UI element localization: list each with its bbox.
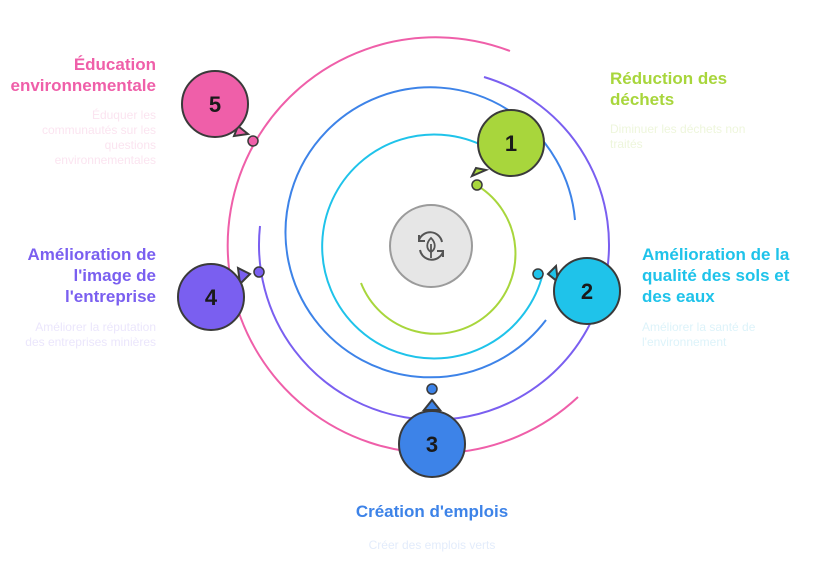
step-3-desc-line: Créer des emplois verts: [368, 538, 496, 552]
step-5-desc-line: environnementales: [54, 153, 156, 167]
step-2-title-line: qualité des sols et: [642, 266, 790, 285]
arc-step1: [360, 185, 517, 335]
arc-step4: [258, 76, 610, 421]
arc-step2: [321, 133, 544, 360]
step-5-desc-line: Éduquer les: [91, 108, 156, 122]
step-3-title: Création d'emplois: [332, 501, 532, 522]
step-4-title-line: l'entreprise: [65, 287, 156, 306]
step-5-title-line: environnementale: [10, 76, 157, 95]
step-5-desc-line: communautés sur les: [41, 123, 156, 137]
step-4-title-line: l'image de: [73, 266, 156, 285]
step-5-title-line: Éducation: [73, 55, 156, 74]
step-1-badge: 1: [469, 109, 545, 191]
step-1-title-line: déchets: [610, 90, 675, 109]
step-2-desc-line: l'environnement: [642, 335, 727, 349]
step-2-number: 2: [581, 279, 593, 304]
center-recycle-icon: [389, 204, 473, 288]
step-2-description: Améliorer la santé de l'environnement: [642, 320, 755, 350]
step-4-badge: 4: [177, 263, 265, 331]
step-3-badge: 3: [398, 383, 466, 478]
step-1-number: 1: [505, 131, 517, 156]
step-1-description: Diminuer les déchets non traités: [610, 122, 745, 152]
step-2-title-line: des eaux: [642, 287, 715, 306]
step-4-number: 4: [205, 285, 218, 310]
step-2-desc-line: Améliorer la santé de: [642, 320, 756, 334]
step-4-desc-line: Améliorer la réputation: [35, 320, 156, 334]
step-1-title: Réduction des déchets: [610, 68, 727, 110]
step-2-title-line: Amélioration de la: [642, 245, 790, 264]
step-2-badge: 2: [532, 257, 621, 325]
step-4-title: Amélioration de l'image de l'entreprise: [10, 244, 156, 307]
step-3-number: 3: [426, 432, 438, 457]
step-3-title-line: Création d'emplois: [355, 502, 509, 521]
step-4-description: Améliorer la réputation des entreprises …: [6, 320, 156, 350]
step-5-description: Éduquer les communautés sur les question…: [6, 108, 156, 168]
step-1-desc-line: Diminuer les déchets non: [610, 122, 746, 136]
step-1-title-line: Réduction des: [610, 69, 728, 88]
step-4-title-line: Amélioration de: [27, 245, 156, 264]
step-5-desc-line: questions: [104, 138, 156, 152]
step-5-number: 5: [209, 92, 221, 117]
step-1-desc-line: traités: [610, 137, 643, 151]
step-2-title: Amélioration de la qualité des sols et d…: [642, 244, 789, 307]
step-5-title: Éducation environnementale: [6, 54, 157, 96]
step-3-description: Créer des emplois verts: [332, 538, 532, 553]
step-5-badge: 5: [181, 70, 259, 147]
step-4-desc-line: des entreprises minières: [25, 335, 156, 349]
